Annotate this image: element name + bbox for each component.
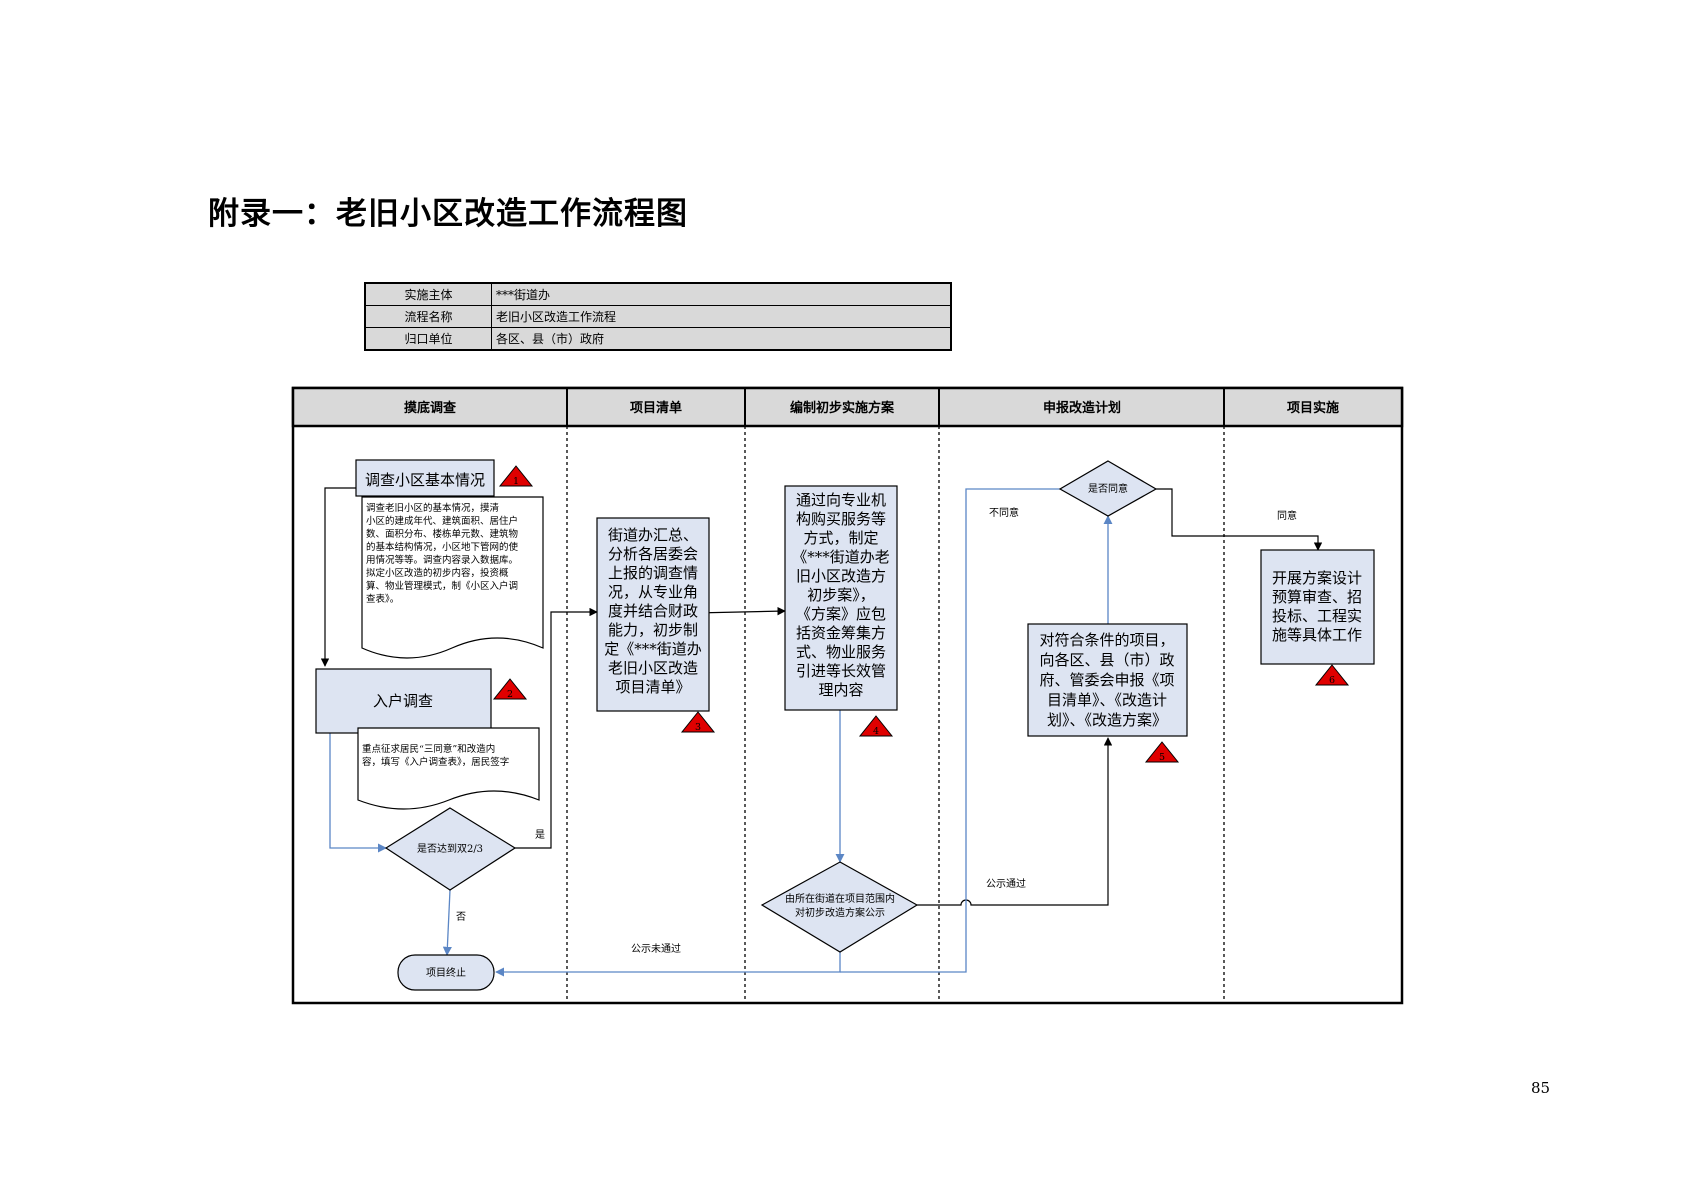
- lane-header-project-list: 项目清单: [630, 400, 682, 416]
- project-end-terminator: [397, 954, 495, 991]
- lane-header-survey: 摸底调查: [404, 400, 457, 416]
- info-row: 实施主体 ***街道办: [364, 282, 952, 306]
- info-value: 各区、县（市）政府: [491, 327, 952, 351]
- plan-line: 《***街道办老: [792, 548, 890, 566]
- info-table: 实施主体 ***街道办 流程名称 老旧小区改造工作流程 归口单位 各区、县（市）…: [364, 282, 952, 351]
- project-list-line: 项目清单》: [615, 678, 690, 696]
- implement-line: 开展方案设计: [1272, 569, 1362, 587]
- survey-doc-line: 小区的建成年代、建筑面积、居住户: [366, 515, 518, 527]
- edge-label-yes: 是: [535, 829, 545, 841]
- report-line: 划》、《改造方案》: [1047, 711, 1167, 729]
- report-line: 府、管委会申报《项: [1039, 671, 1174, 689]
- survey-doc-line: 用情况等等。调查内容录入数据库。: [366, 554, 518, 566]
- plan-line: 通过向专业机: [796, 491, 886, 509]
- project-list-line: 上报的调查情: [608, 564, 698, 582]
- survey-doc-line: 数、面积分布、楼栋单元数、建筑物: [366, 528, 519, 540]
- info-row: 流程名称 老旧小区改造工作流程: [364, 305, 952, 328]
- edge-label-no: 否: [456, 911, 466, 923]
- step-marker-label: 3: [695, 722, 701, 733]
- implement-line: 投标、工程实: [1272, 607, 1362, 625]
- step-marker-label: 1: [513, 476, 519, 487]
- publicity-line: 由所在街道在项目范围内: [785, 892, 895, 905]
- page-number: 85: [1531, 1079, 1551, 1097]
- plan-box: [784, 485, 898, 711]
- step-marker-1: 1: [498, 465, 534, 487]
- survey-doc-line: 算、物业管理模式，制《小区入户调: [366, 580, 518, 592]
- info-key: 流程名称: [364, 305, 492, 328]
- project-list-box: [596, 517, 710, 712]
- decision-two-thirds: [384, 807, 517, 891]
- project-list-line: 度并结合财政: [608, 602, 698, 620]
- plan-line: 引进等长效管: [796, 662, 886, 680]
- info-row: 归口单位 各区、县（市）政府: [364, 327, 952, 351]
- survey-basic-label: 调查小区基本情况: [365, 471, 485, 489]
- info-key: 实施主体: [364, 282, 492, 306]
- step-marker-6: 6: [1314, 664, 1350, 686]
- report-line: 目清单》、《改造计: [1047, 691, 1167, 709]
- step-marker-2: 2: [492, 678, 528, 700]
- decision-agree-label: 是否同意: [1088, 482, 1128, 495]
- plan-line: 式、物业服务: [796, 643, 886, 661]
- info-key: 归口单位: [364, 327, 492, 351]
- survey-doc-line: 的基本结构情况，小区地下管网的使: [366, 541, 519, 553]
- publicity-line: 对初步改造方案公示: [795, 906, 885, 919]
- step-marker-label: 2: [507, 689, 513, 700]
- step-marker-label: 4: [873, 726, 879, 737]
- household-survey-box: [315, 668, 492, 734]
- survey-basic-document: [361, 496, 544, 659]
- plan-line: 括资金筹集方: [796, 624, 886, 642]
- step-marker-3: 3: [680, 711, 716, 733]
- publicity-decision: [760, 861, 919, 953]
- edge-label-not-agree: 不同意: [989, 506, 1019, 519]
- household-survey-label: 入户调查: [373, 692, 433, 710]
- step-marker-label: 6: [1329, 675, 1335, 686]
- info-value: ***街道办: [491, 282, 952, 306]
- lane-header-implement: 项目实施: [1287, 400, 1339, 416]
- survey-basic-box: [355, 459, 495, 497]
- household-survey-document: [357, 727, 540, 810]
- swimlane-frame: [291, 386, 1404, 1005]
- step-marker-label: 5: [1159, 752, 1165, 763]
- project-list-line: 分析各居委会: [608, 545, 698, 563]
- edge-label-publicity-pass: 公示通过: [986, 877, 1026, 890]
- plan-line: 《方案》应包: [796, 605, 886, 623]
- plan-line: 旧小区改造方: [796, 567, 886, 585]
- lane-header-plan: 编制初步实施方案: [790, 400, 895, 416]
- edge-label-publicity-fail: 公示未通过: [631, 942, 681, 955]
- plan-line: 方式，制定: [803, 529, 878, 547]
- info-value: 老旧小区改造工作流程: [491, 305, 952, 328]
- lane-header-report: 申报改造计划: [1043, 400, 1121, 416]
- household-doc-line: 容，填写《入户调查表》，居民签字: [362, 756, 509, 768]
- report-line: 向各区、县（市）政: [1039, 651, 1174, 669]
- household-doc-line: 重点征求居民“三同意”和改造内: [362, 743, 495, 755]
- survey-doc-line: 查表》。: [366, 593, 399, 605]
- project-list-line: 况，从专业角: [608, 583, 698, 601]
- implement-line: 施等具体工作: [1272, 626, 1362, 644]
- report-box: [1027, 623, 1188, 737]
- project-end-label: 项目终止: [426, 966, 466, 979]
- plan-line: 初步案》，: [807, 586, 875, 604]
- implement-line: 预算审查、招: [1272, 588, 1362, 606]
- step-marker-4: 4: [858, 715, 894, 737]
- project-list-line: 街道办汇总、: [608, 526, 698, 544]
- project-list-line: 定《***街道办: [604, 640, 702, 658]
- page-title: 附录一：老旧小区改造工作流程图: [208, 196, 688, 232]
- plan-line: 构购买服务等: [796, 510, 886, 528]
- project-list-line: 老旧小区改造: [608, 659, 698, 677]
- survey-doc-line: 调查老旧小区的基本情况，摸清: [366, 502, 500, 514]
- connectors: [320, 487, 1323, 977]
- step-marker-5: 5: [1144, 741, 1180, 763]
- survey-doc-line: 拟定小区改造的初步内容，投资概: [366, 567, 509, 579]
- plan-line: 理内容: [818, 681, 863, 699]
- report-line: 对符合条件的项目，: [1039, 631, 1174, 649]
- implement-box: [1260, 549, 1375, 665]
- edge-label-agree: 同意: [1277, 509, 1297, 522]
- decision-agree: [1058, 460, 1158, 517]
- project-list-line: 能力，初步制: [608, 621, 698, 639]
- decision-two-thirds-label: 是否达到双2/3: [417, 843, 483, 855]
